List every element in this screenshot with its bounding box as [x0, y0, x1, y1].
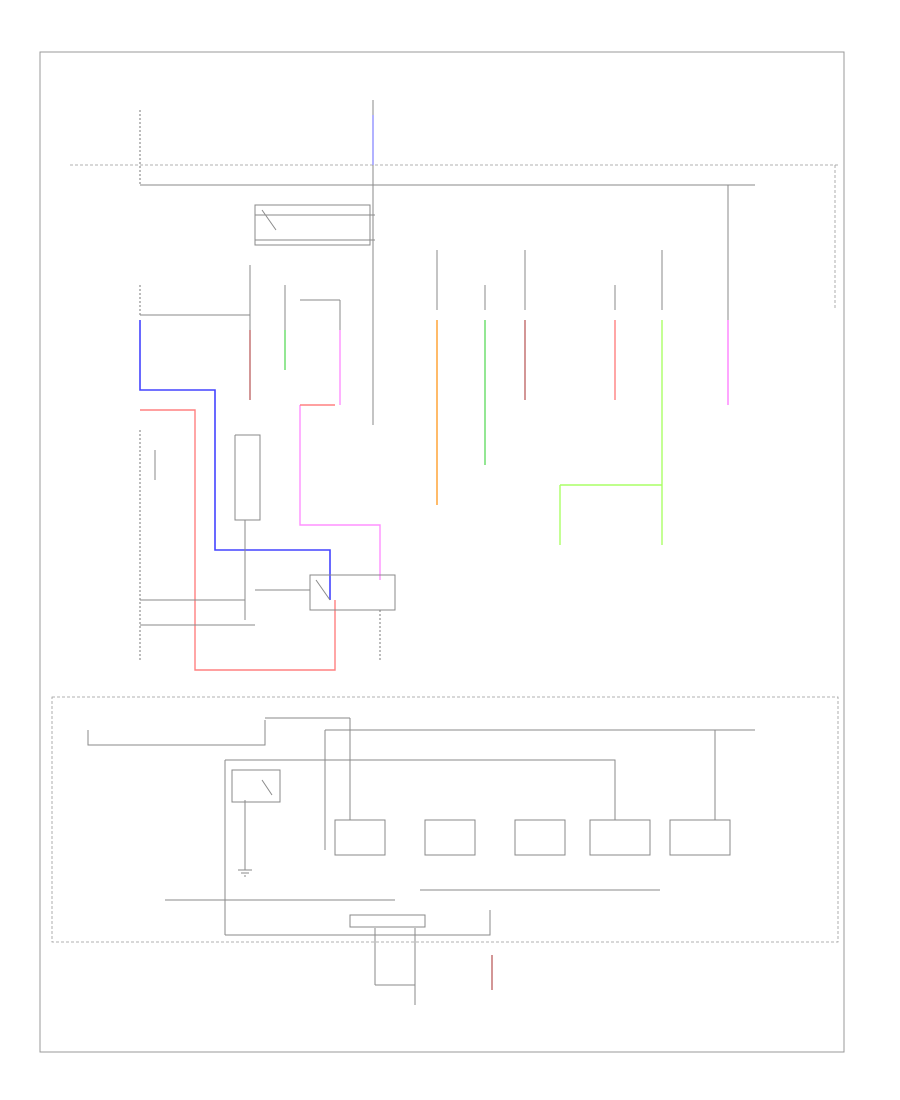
center-relay: [255, 325, 396, 660]
diagram-frame: [39, 51, 845, 1053]
ground-icon: [238, 869, 252, 877]
colored-wires: [139, 320, 729, 671]
fuse-row: [139, 250, 663, 330]
left-ground-circuit: [139, 430, 261, 660]
lower-module-box: [51, 696, 839, 943]
main-relay: [254, 204, 375, 246]
top-left-feed: [139, 100, 729, 325]
bottom-connectors: [374, 928, 493, 1005]
lower-module-circuit: [87, 717, 755, 936]
top-bus: [70, 164, 840, 310]
